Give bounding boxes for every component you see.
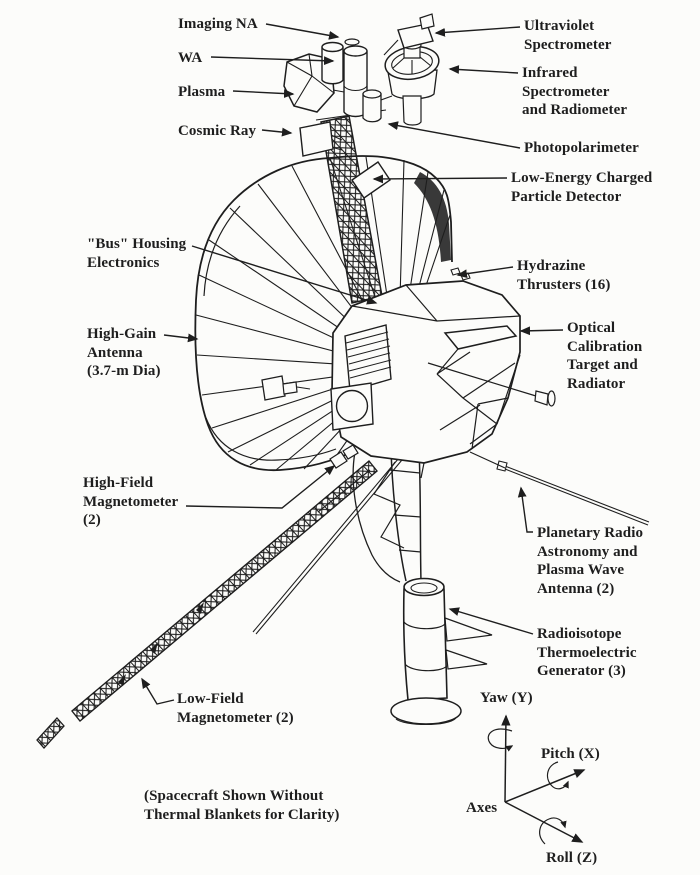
optical-calibration-target-and-struts [427,267,556,469]
leader-high-field-magnetometer [185,465,336,509]
wide-angle-camera [321,47,344,85]
label-low-field-magnetometer: Low-Field Magnetometer (2) [177,691,294,726]
label-rtg: Radioisotope Thermoelectric Generator (3… [537,626,637,679]
dish-feed-instrument [261,375,311,401]
photopolarimeter-body [362,93,382,123]
figure-caption: (Spacecraft Shown Without Thermal Blanke… [144,788,340,823]
leader-plasma [232,89,295,98]
label-optical-calibration: Optical Calibration Target and Radiator [567,320,643,392]
pitch-rotation-arrow [546,761,569,790]
label-photopolarimeter: Photopolarimeter [524,140,639,156]
bus-port-circle [335,389,369,423]
leader-high-gain-antenna [163,333,199,343]
label-cosmic-ray: Cosmic Ray [178,123,257,139]
magnetometer-boom [36,460,378,749]
label-ultraviolet-spectrometer: Ultraviolet Spectrometer [524,18,612,53]
rtg-support-truss [317,446,425,583]
thruster-horn [534,390,549,406]
leader-imaging-na [265,23,340,40]
ultraviolet-spectrometer-box [397,23,434,49]
label-lecp: Low-Energy Charged Particle Detector [511,170,653,205]
leader-ultraviolet-spectrometer [434,26,521,37]
instrument-cluster [283,13,440,157]
roll-rotation-arrow [539,817,567,845]
leader-low-field-magnetometer [141,677,175,705]
label-high-field-magnetometer: High-Field Magnetometer (2) [83,475,179,528]
low-energy-charged-particle-detector-box [351,161,391,199]
leader-hydrazine-thrusters [456,266,514,279]
leader-pra-antenna [517,486,533,533]
label-imaging-na: Imaging NA [178,16,258,32]
label-plasma: Plasma [178,84,226,100]
label-hydrazine-thrusters: Hydrazine Thrusters (16) [517,258,611,293]
high-field-magnetometer-sensors [329,444,359,469]
leader-lines [141,23,564,705]
leader-bus-housing [191,245,378,305]
leader-lecp [372,174,508,184]
louver-panel [344,324,392,392]
leader-wa [210,56,335,66]
leader-optical-calibration [519,326,564,336]
label-yaw-axis: Yaw (Y) [480,690,533,706]
bus-housing [330,280,521,464]
label-infrared-spectrometer: Infrared Spectrometer and Radiometer [522,65,628,118]
label-pra-antenna: Planetary Radio Astronomy and Plasma Wav… [537,525,644,597]
label-high-gain-antenna: High-Gain Antenna (3.7-m Dia) [87,326,161,379]
yaw-rotation-arrow [487,728,514,752]
leader-cosmic-ray [261,127,293,137]
leader-infrared-spectrometer [448,65,519,74]
axes-key-diagram [487,714,586,845]
leader-photopolarimeter [387,121,521,149]
label-bus-housing: "Bus" Housing Electronics [87,236,187,271]
radioisotope-thermoelectric-generator [390,577,493,725]
pitch-axis-arrow [504,769,586,803]
label-roll-axis: Roll (Z) [546,850,598,866]
label-axes-title: Axes [466,800,498,816]
leader-rtg [448,607,534,635]
cosmic-ray-instrument [299,121,334,157]
label-wa: WA [178,50,203,66]
optical-calibration-target-plate [443,325,518,350]
yaw-axis-arrow [501,714,511,803]
label-pitch-axis: Pitch (X) [541,746,600,762]
